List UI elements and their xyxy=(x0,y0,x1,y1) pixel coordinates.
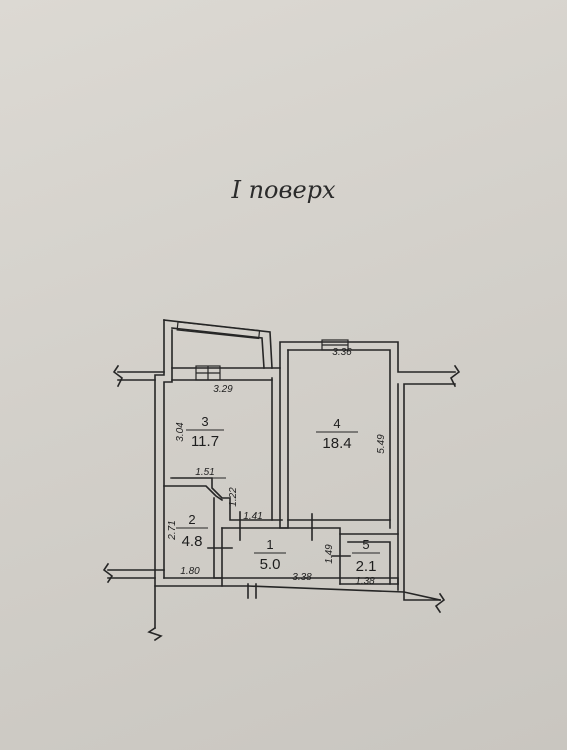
wall-bottom-inner xyxy=(163,577,399,585)
room-number: 2 xyxy=(188,512,195,527)
wall-top-room3 xyxy=(171,341,456,373)
dim-1-22: 1.22 xyxy=(228,487,239,507)
wall-corridor-top xyxy=(221,527,341,535)
window-balcony xyxy=(176,321,261,340)
wall-left-inner xyxy=(163,329,173,579)
room-area: 5.0 xyxy=(260,556,281,573)
room-1-label: 1 5.0 xyxy=(254,537,286,573)
wall-right-outer xyxy=(403,383,456,601)
room-area: 11.7 xyxy=(191,433,219,450)
dimension-labels: 3.29 3.36 3.04 5.49 1.51 1.22 1.41 2.71 … xyxy=(167,347,387,587)
wall-top-room3-inner xyxy=(171,377,273,381)
break-symbol-left xyxy=(112,364,124,388)
dim-1-51: 1.51 xyxy=(195,467,214,478)
room-2-label: 2 4.8 xyxy=(176,512,208,550)
break-symbol-bottom xyxy=(147,626,163,642)
wall-left-outer xyxy=(154,319,165,629)
break-symbol-bottom-left xyxy=(102,562,114,584)
door-mark-bottom xyxy=(247,583,257,599)
room-area: 4.8 xyxy=(182,533,203,550)
dim-3-38: 3.38 xyxy=(292,572,312,583)
wall-room2-right xyxy=(213,497,223,579)
room-number: 5 xyxy=(362,537,369,552)
wall-bottom-right xyxy=(221,577,399,587)
floor-title: I поверх xyxy=(231,176,336,204)
dim-1-49: 1.49 xyxy=(324,544,335,564)
dim-3-29: 3.29 xyxy=(213,384,233,395)
dim-2-71: 2.71 xyxy=(167,520,178,540)
dim-5-49: 5.49 xyxy=(376,434,387,454)
room-5-label: 5 2.1 xyxy=(352,537,380,575)
wall-bottom-outer xyxy=(107,569,441,601)
room-number: 4 xyxy=(333,416,340,431)
room-area: 18.4 xyxy=(322,435,351,452)
dim-1-38: 1.38 xyxy=(355,576,375,587)
room-number: 1 xyxy=(266,537,273,552)
dim-1-80: 1.80 xyxy=(180,566,200,577)
dim-1-41: 1.41 xyxy=(243,511,262,522)
wall-stub-left xyxy=(117,371,165,381)
room-3-label: 3 11.7 xyxy=(186,414,224,450)
wall-room5 xyxy=(339,533,399,585)
dim-3-36: 3.36 xyxy=(332,347,352,358)
dim-3-04: 3.04 xyxy=(175,422,186,442)
wall-room2-top xyxy=(163,485,224,502)
break-symbol-bottom-right xyxy=(434,592,446,614)
balcony-outline xyxy=(163,319,273,369)
balcony-inner xyxy=(171,327,265,369)
room-number: 3 xyxy=(201,414,208,429)
break-symbol-right xyxy=(449,364,461,388)
wall-room4-left xyxy=(279,349,289,529)
room-area: 2.1 xyxy=(356,558,377,575)
room-4-label: 4 18.4 xyxy=(316,416,358,452)
